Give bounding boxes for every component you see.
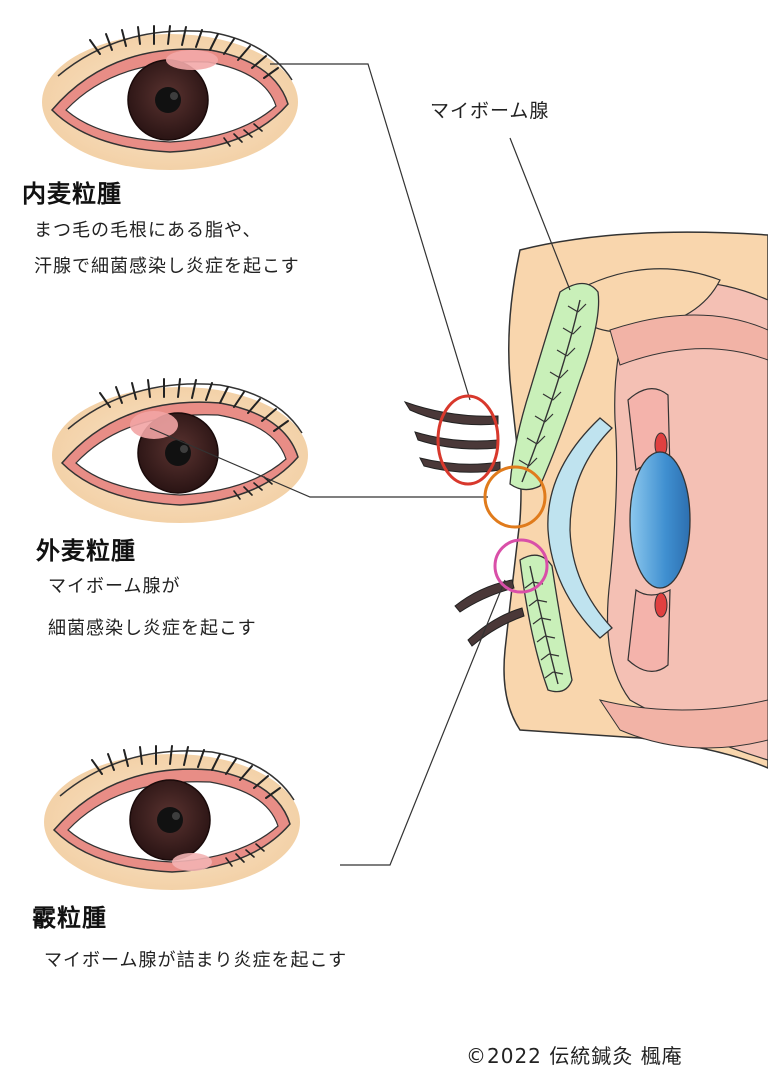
eye-illustration-icon xyxy=(43,745,301,891)
leader-lines xyxy=(149,63,571,866)
chalazion-title: 霰粒腫 xyxy=(32,904,107,932)
inner-stye-desc-line2: 汗腺で細菌感染し炎症を起こす xyxy=(34,256,300,277)
copyright-text: ©2022 伝統鍼灸 楓庵 xyxy=(466,1044,683,1068)
inner-stye-title: 内麦粒腫 xyxy=(22,180,122,208)
chalazion-desc-line1: マイボーム腺が詰まり炎症を起こす xyxy=(44,950,348,971)
outer-stye-title: 外麦粒腫 xyxy=(36,537,136,565)
inner-stye-desc-line1: まつ毛の毛根にある脂や、 xyxy=(34,220,262,241)
eyelid-cross-section-icon xyxy=(403,231,768,769)
outer-stye-desc-line2: 細菌感染し炎症を起こす xyxy=(48,618,257,639)
inner-stye-marker xyxy=(436,394,500,486)
eye-illustration-icon xyxy=(51,378,309,524)
outer-stye-desc-line1: マイボーム腺が xyxy=(48,576,181,597)
chalazion-marker xyxy=(493,538,549,594)
meibomian-gland-label: マイボーム腺 xyxy=(430,100,550,122)
eye-illustration-icon xyxy=(41,25,299,171)
outer-stye-marker xyxy=(483,465,547,529)
